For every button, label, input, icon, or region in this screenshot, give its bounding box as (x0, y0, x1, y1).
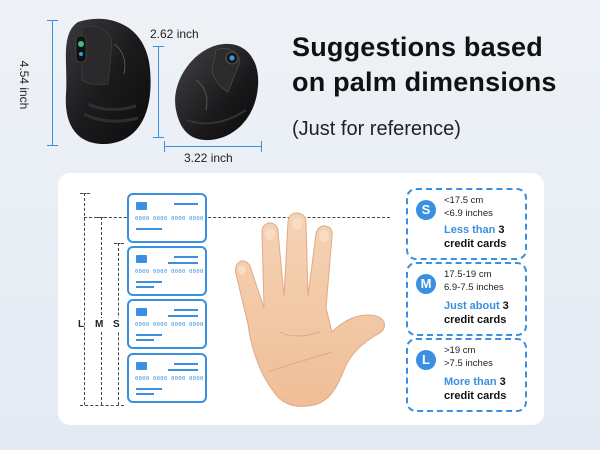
size-l-hint-num: 3 (496, 376, 506, 388)
depth-tick-top (153, 46, 164, 47)
size-option-m: M 17.5-19 cm 6.9-7.5 inches Just about 3… (406, 262, 527, 336)
height-tick-bottom (47, 145, 58, 146)
scale-line-s-top (114, 243, 124, 244)
scale-letter-l: L (78, 318, 85, 331)
page-title: Suggestions based on palm dimensions (292, 30, 557, 100)
page-title-line2: on palm dimensions (292, 67, 557, 97)
scale-bottom-line (80, 405, 124, 406)
height-tick-top (47, 20, 58, 21)
size-m-hint: Just about 3 credit cards (444, 299, 509, 327)
depth-dimension-label: 2.62 inch (150, 27, 199, 41)
depth-tick-bottom (153, 137, 164, 138)
size-m-hint-emph: Just about (444, 300, 500, 312)
depth-dimension-line (158, 46, 159, 138)
width-dimension-label: 3.22 inch (184, 151, 233, 165)
width-dimension-line (164, 146, 262, 147)
height-dimension-line (52, 20, 53, 146)
height-dimension-label: 4.54 inch (17, 60, 31, 110)
page-subtitle: (Just for reference) (292, 118, 461, 140)
size-badge-l: L (416, 350, 436, 370)
scale-line-l-top (80, 193, 90, 194)
scale-letter-s: S (113, 318, 120, 331)
mouse-side-image (65, 18, 151, 145)
card-number: 0000 0000 0000 0000 (135, 376, 204, 382)
size-s-range-in: <6.9 inches (444, 208, 493, 219)
card-chip-icon (136, 255, 147, 263)
size-m-range-cm: 17.5-19 cm (444, 269, 492, 280)
fingertip-reference-line (84, 217, 390, 218)
mouse-angle-image (175, 43, 259, 141)
credit-card-3: 0000 0000 0000 0000 (127, 299, 207, 349)
credit-card-1: 0000 0000 0000 0000 (127, 193, 207, 243)
size-s-hint-rest: credit cards (444, 238, 507, 250)
card-number: 0000 0000 0000 0000 (135, 269, 204, 275)
scale-line-m (101, 217, 102, 405)
card-number: 0000 0000 0000 0000 (135, 322, 204, 328)
size-l-range-cm: >19 cm (444, 345, 476, 356)
size-l-hint-emph: More than (444, 376, 497, 388)
size-option-s: S <17.5 cm <6.9 inches Less than 3 credi… (406, 188, 527, 260)
size-s-range-cm: <17.5 cm (444, 195, 484, 206)
size-m-hint-rest: credit cards (444, 314, 507, 326)
size-l-range-in: >7.5 inches (444, 358, 493, 369)
size-m-hint-num: 3 (499, 300, 509, 312)
scale-line-m-top (97, 217, 107, 218)
credit-card-4: 0000 0000 0000 0000 (127, 353, 207, 403)
size-badge-s: S (416, 200, 436, 220)
size-s-hint-emph: Less than (444, 224, 496, 236)
size-l-hint-rest: credit cards (444, 390, 507, 402)
width-tick-right (261, 141, 262, 152)
card-chip-icon (136, 362, 147, 370)
size-s-hint: Less than 3 credit cards (444, 223, 506, 251)
size-m-range-in: 6.9-7.5 inches (444, 282, 504, 293)
hand-illustration (234, 212, 385, 407)
card-chip-icon (136, 308, 147, 316)
credit-card-2: 0000 0000 0000 0000 (127, 246, 207, 296)
size-l-hint: More than 3 credit cards (444, 375, 506, 403)
card-number: 0000 0000 0000 0000 (135, 216, 204, 222)
card-chip-icon (136, 202, 147, 210)
size-badge-m: M (416, 274, 436, 294)
scale-line-l (84, 193, 85, 405)
size-s-hint-num: 3 (495, 224, 505, 236)
scale-letter-m: M (95, 318, 104, 331)
page-title-line1: Suggestions based (292, 32, 543, 62)
width-tick-left (164, 141, 165, 152)
size-option-l: L >19 cm >7.5 inches More than 3 credit … (406, 338, 527, 412)
